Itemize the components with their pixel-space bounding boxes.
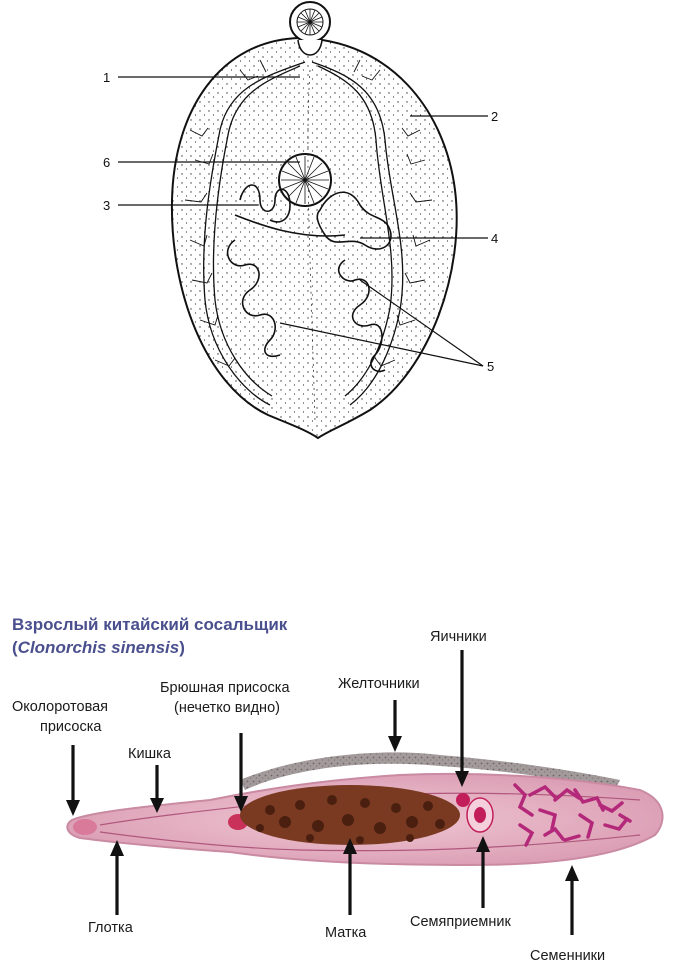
top-label-4: 4 — [491, 231, 498, 246]
uterus-drawing — [234, 184, 392, 250]
bottom-figure-labels: Околоротовая присоска Кишка Брюшная прис… — [12, 629, 605, 964]
top-fluke-drawing — [170, 1, 458, 440]
label-receptacle: Семяприемник — [410, 914, 512, 930]
top-label-2: 2 — [491, 109, 498, 124]
specimen-uterus — [240, 785, 460, 845]
label-ovaries: Яичники — [430, 629, 487, 645]
label-pharynx: Глотка — [88, 920, 134, 936]
top-label-6: 6 — [103, 155, 110, 170]
label-oral-sucker-line1: Околоротовая — [12, 699, 108, 715]
bottom-arrows — [66, 650, 579, 935]
specimen-receptacle-core — [474, 807, 486, 823]
top-leader-lines — [118, 76, 488, 367]
label-intestine: Кишка — [128, 746, 172, 762]
label-oral-sucker-line2: присоска — [40, 719, 102, 735]
specimen-worm — [66, 752, 664, 867]
vitellaria-drawing — [184, 59, 433, 367]
label-ventral-sucker-line1: Брюшная присоска — [160, 680, 290, 696]
specimen-oral-sucker — [73, 819, 97, 835]
top-fluke-body-outline — [170, 36, 458, 440]
label-uterus: Матка — [325, 925, 367, 941]
specimen-ovary — [456, 793, 470, 807]
bottom-title: Взрослый китайский сосальщик (Clonorchis… — [12, 615, 288, 657]
bottom-title-line2: (Clonorchis sinensis) — [12, 638, 185, 657]
testes-drawing — [226, 239, 386, 373]
top-figure-labels: 1 2 3 4 5 6 — [103, 70, 498, 374]
label-ventral-sucker-line2: (нечетко видно) — [174, 700, 280, 716]
vitellaria-rim — [240, 752, 620, 790]
bottom-title-line1: Взрослый китайский сосальщик — [12, 615, 288, 634]
label-testes: Семенники — [530, 948, 605, 964]
top-label-5: 5 — [487, 359, 494, 374]
ventral-sucker-drawing — [278, 153, 332, 207]
specimen-intestine-lower — [99, 831, 641, 852]
specimen-testes — [513, 783, 632, 847]
top-label-3: 3 — [103, 198, 110, 213]
label-vitellaria: Желточники — [338, 676, 420, 692]
top-label-1: 1 — [103, 70, 110, 85]
oral-sucker-drawing — [289, 1, 331, 56]
